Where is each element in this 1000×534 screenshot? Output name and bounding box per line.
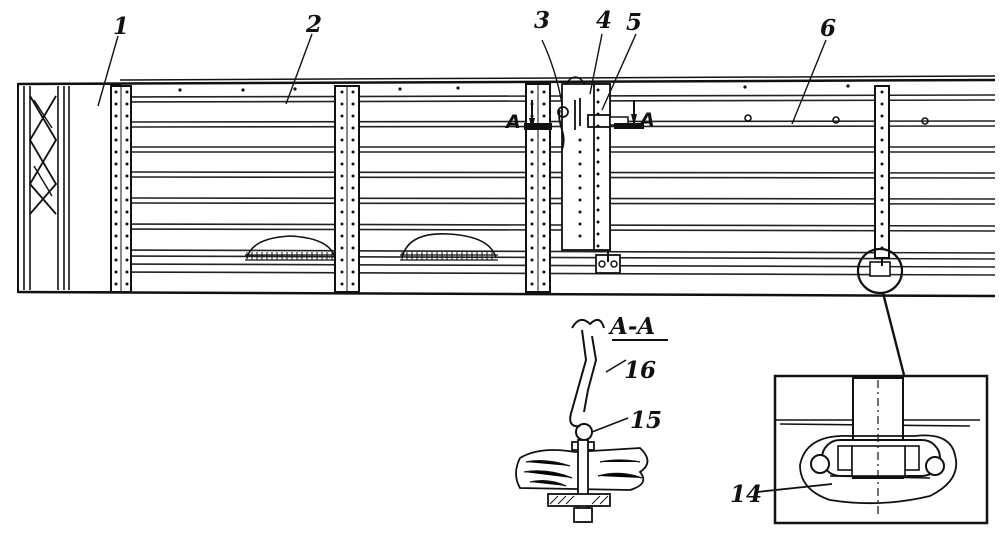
callout-label: 1 bbox=[113, 13, 129, 40]
callout-label: 2 bbox=[305, 11, 322, 38]
hinge-detail-box bbox=[756, 374, 989, 525]
section-title: A-A bbox=[608, 313, 655, 340]
detail-marker bbox=[856, 247, 906, 376]
callout-label: 3 bbox=[534, 7, 550, 34]
callout-label: 6 bbox=[820, 15, 836, 42]
hinged-post bbox=[561, 76, 611, 251]
front-board bbox=[17, 83, 121, 293]
side-panel bbox=[17, 75, 996, 298]
section-a-a bbox=[515, 318, 668, 523]
callout-label: 15 bbox=[630, 407, 662, 434]
callout-label: 5 bbox=[626, 9, 642, 36]
stake bbox=[334, 85, 360, 293]
callout-label: 4 bbox=[596, 7, 612, 34]
callout-label: 16 bbox=[624, 357, 656, 384]
section-mark-right: A bbox=[638, 109, 655, 131]
section-mark-left: A bbox=[504, 111, 521, 133]
stake bbox=[874, 85, 890, 259]
latch-assembly bbox=[524, 98, 644, 274]
stake bbox=[525, 83, 551, 293]
stake bbox=[110, 85, 132, 293]
callout-label: 14 bbox=[730, 481, 762, 508]
